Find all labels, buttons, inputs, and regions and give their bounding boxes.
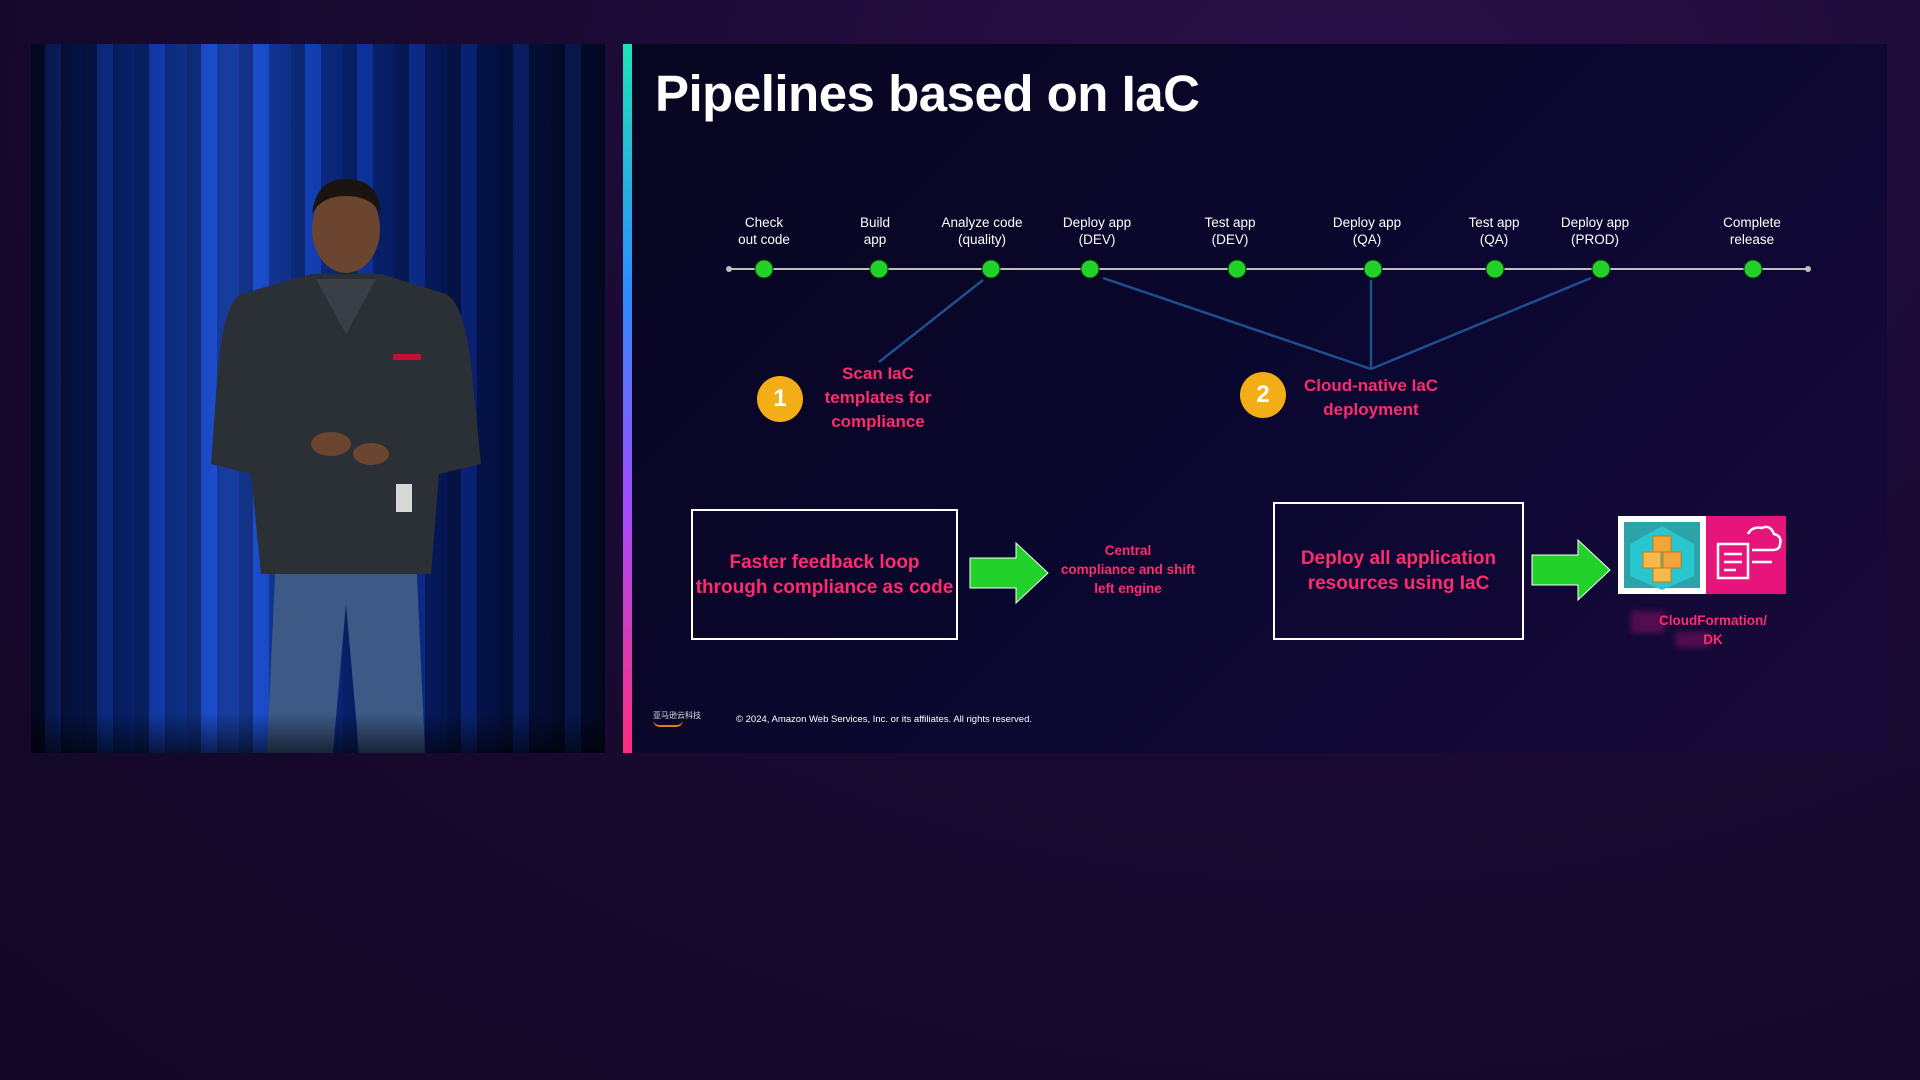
connector-callout1 — [878, 279, 984, 363]
compliance-engine-label: Central compliance and shift left engine — [1060, 543, 1196, 596]
slide-title: Pipelines based on IaC — [655, 65, 1200, 122]
speaker-video — [31, 44, 605, 753]
callout1-text: Scan IaC templates for compliance — [824, 364, 932, 431]
stage-label-deploy-prod: Deploy app(PROD) — [1560, 215, 1630, 247]
stage-dot-9 — [1743, 259, 1763, 279]
stage-label-deploy-dev: Deploy app(DEV) — [1062, 215, 1132, 247]
stage-dot-5 — [1227, 259, 1247, 279]
redacted-area — [1631, 611, 1665, 633]
stage-dot-2 — [869, 259, 889, 279]
timeline-end-dot — [1805, 266, 1811, 272]
stage-label-analyze: Analyze code(quality) — [941, 215, 1023, 247]
cloudformation-cdk-label: CloudFormation/ DK — [1659, 613, 1767, 647]
timeline-start-dot — [726, 266, 732, 272]
slide-accent-bar — [623, 44, 632, 753]
arrow-right-icon — [969, 541, 1049, 605]
stage-label-test-dev: Test app(DEV) — [1204, 215, 1256, 247]
stage-label-test-qa: Test app(QA) — [1468, 215, 1520, 247]
copyright-text: © 2024, Amazon Web Services, Inc. or its… — [736, 714, 1033, 725]
stage-dot-3 — [981, 259, 1001, 279]
stage-dot-4 — [1080, 259, 1100, 279]
redacted-area — [1676, 632, 1712, 647]
stage-dot-6 — [1363, 259, 1383, 279]
pipeline-timeline — [726, 259, 1811, 371]
aws-logo: 亚马逊云科技 — [653, 710, 701, 727]
stage-label-deploy-qa: Deploy app(QA) — [1332, 215, 1402, 247]
deploy-resources-box: Deploy all application resources using I… — [1273, 502, 1524, 640]
connector-callout2 — [1102, 276, 1592, 371]
stage-dot-8 — [1591, 259, 1611, 279]
feedback-loop-box: Faster feedback loop through compliance … — [691, 509, 958, 640]
speaker-figure — [211, 179, 481, 753]
arrow-right-icon — [1531, 538, 1611, 602]
cloudformation-icon — [1618, 516, 1706, 594]
callout2-text: Cloud-native IaC deployment — [1303, 376, 1439, 419]
cdk-cloud-template-icon — [1706, 516, 1786, 594]
callout1-badge: 1 — [757, 376, 803, 422]
stage-dot-7 — [1485, 259, 1505, 279]
stage-dot-1 — [754, 259, 774, 279]
callout2-badge: 2 — [1240, 372, 1286, 418]
